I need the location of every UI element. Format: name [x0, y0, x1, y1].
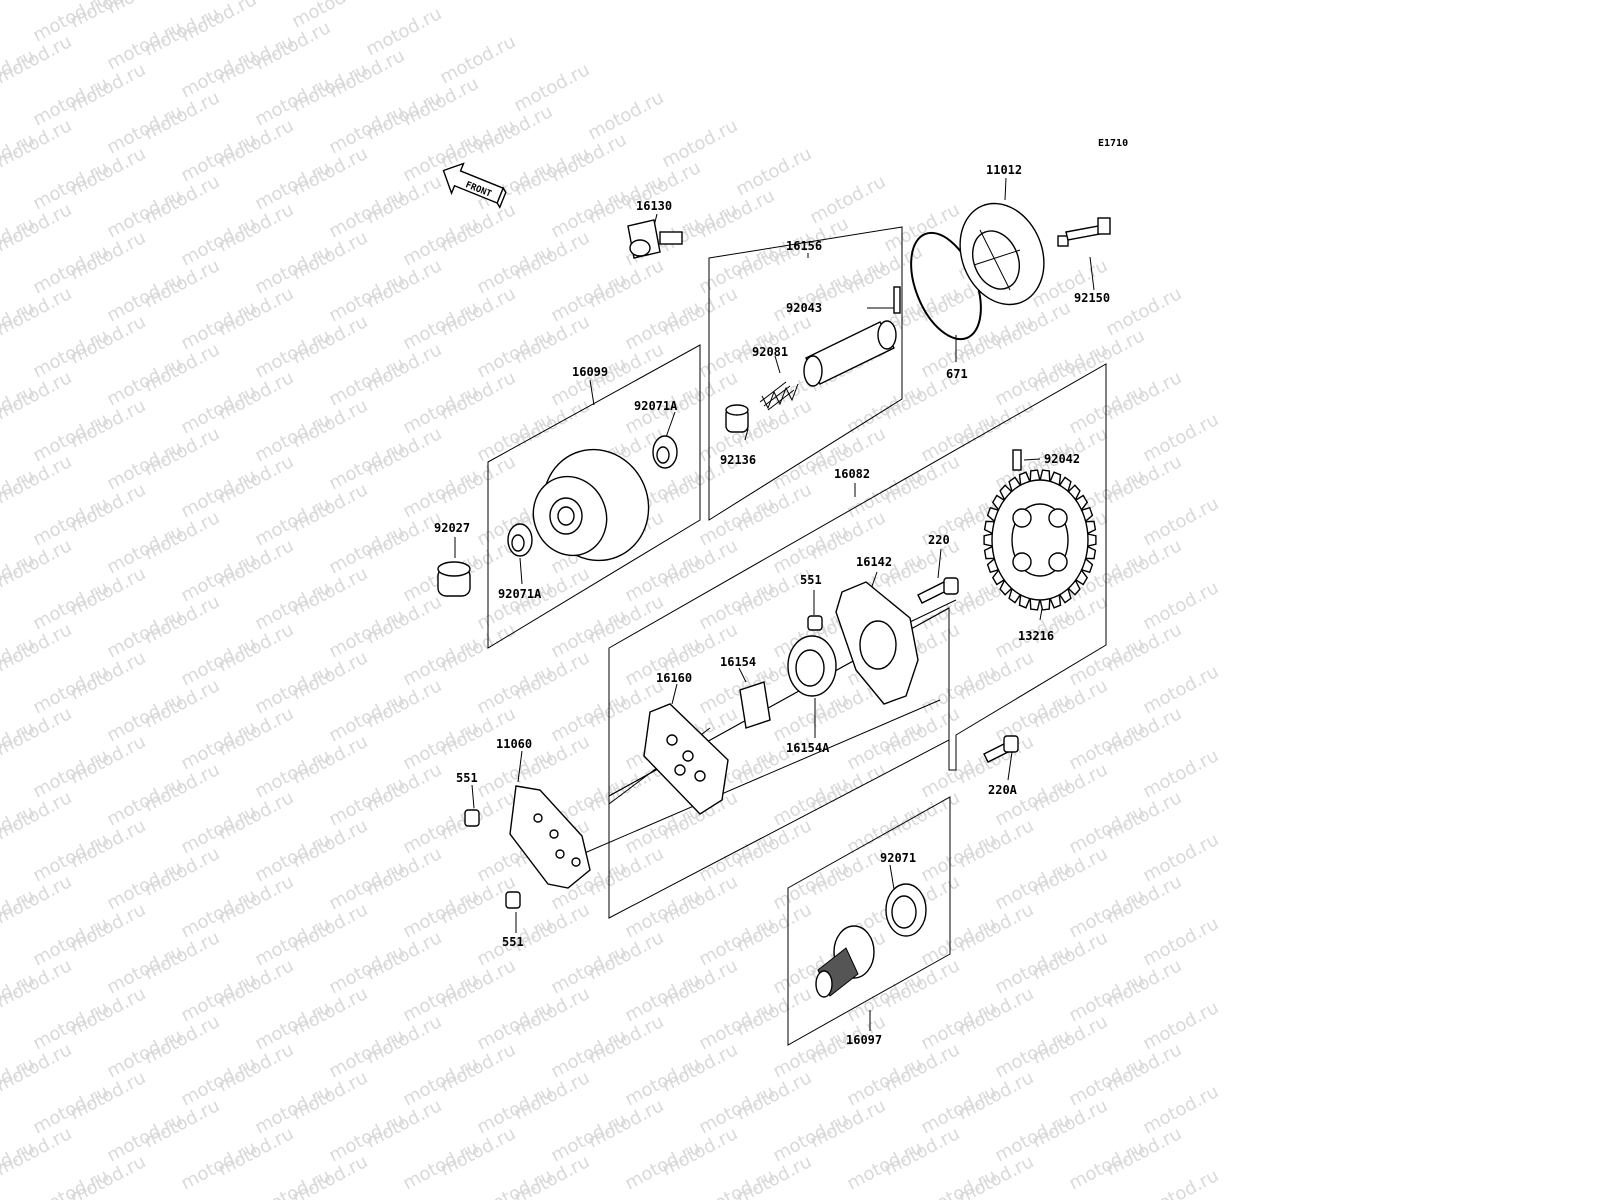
watermark-text: motod.ru [362, 3, 445, 60]
label-551-c: 551 [502, 935, 524, 949]
label-11012: 11012 [986, 163, 1022, 177]
label-16142: 16142 [856, 555, 892, 569]
figure-code: E1710 [1098, 138, 1128, 149]
label-92042: 92042 [1044, 452, 1080, 466]
label-11060: 11060 [496, 737, 532, 751]
watermark-text: motod.ru [1139, 829, 1222, 886]
label-13216: 13216 [1018, 629, 1054, 643]
part-92136 [725, 404, 749, 433]
watermark-text: motod.ru [1139, 661, 1222, 718]
watermark-text: motod.ru [0, 1137, 38, 1194]
watermark-text: motod.ru [880, 199, 963, 256]
watermark-text: motod.ru [0, 633, 38, 690]
label-92136: 92136 [720, 453, 756, 467]
watermark-text: motod.ru [1139, 745, 1222, 802]
watermark-text: motod.ru [0, 717, 38, 774]
watermark-text: motod.ru [1139, 1081, 1222, 1138]
watermark-text: motod.ru [1139, 577, 1222, 634]
label-92027: 92027 [434, 521, 470, 535]
part-16130 [627, 219, 683, 259]
part-220-bolt [917, 577, 959, 604]
part-16099-filter [532, 448, 650, 562]
watermark-text: motod.ru [1139, 913, 1222, 970]
gear-tooth [1087, 533, 1097, 547]
part-92071A-bottom [507, 523, 533, 557]
label-16130: 16130 [636, 199, 672, 213]
label-92043: 92043 [786, 301, 822, 315]
watermark-text: motod.ru [0, 129, 38, 186]
label-16160: 16160 [656, 671, 692, 685]
watermark-text: motod.ru [1139, 1165, 1222, 1200]
group-box-16097 [787, 796, 951, 1046]
part-92081-spring [759, 381, 799, 411]
watermark-text: motod.ru [1139, 409, 1222, 466]
watermark-text: motod.ru [732, 143, 815, 200]
part-16154A-rotor [787, 635, 837, 697]
watermark-text: motod.ru [0, 213, 38, 270]
watermark-text: motod.ru [0, 381, 38, 438]
front-arrow-icon: FRONT [442, 162, 507, 209]
label-16156: 16156 [786, 239, 822, 253]
gear-tooth [983, 533, 993, 547]
watermark-text: motod.ru [806, 171, 889, 228]
watermark-text: motod.ru [584, 87, 667, 144]
part-92150-bolt [1065, 217, 1111, 241]
part-11060-gasket [509, 785, 591, 889]
label-16154A: 16154A [786, 741, 830, 755]
watermark-text: motod.ru [0, 801, 38, 858]
part-16154-rotor [739, 681, 771, 729]
part-551-c [505, 891, 521, 909]
watermark-text: motod.ru [29, 0, 112, 46]
part-11012-cover [959, 202, 1069, 306]
label-671: 671 [946, 367, 968, 381]
watermark-text: motod.ru [436, 31, 519, 88]
label-16082: 16082 [834, 467, 870, 481]
label-16099: 16099 [572, 365, 608, 379]
watermark-text: motod.ru [0, 969, 38, 1026]
group-box-16099 [487, 344, 701, 649]
part-92027 [437, 561, 471, 597]
watermark-text: motod.ru [0, 1053, 38, 1110]
label-16097: 16097 [846, 1033, 882, 1047]
label-551-b: 551 [456, 771, 478, 785]
watermark-text: motod.ru [0, 549, 38, 606]
watermark-text: motod.ru [1139, 493, 1222, 550]
watermark-text: motod.ru [0, 45, 38, 102]
label-16154: 16154 [720, 655, 756, 669]
watermark-text: motod.ru [0, 465, 38, 522]
part-92042 [1012, 449, 1022, 471]
watermark-text: motod.ru [1102, 283, 1185, 340]
part-16142-body [835, 581, 919, 705]
label-551-a: 551 [800, 573, 822, 587]
watermark-text: motod.ru [510, 59, 593, 116]
part-92071-seal [885, 883, 927, 937]
part-551-a [807, 615, 823, 631]
label-220A: 220A [988, 783, 1018, 797]
part-551-b [464, 809, 480, 827]
part-16097-strainer [815, 925, 875, 998]
part-220A-bolt [983, 735, 1019, 763]
label-92081: 92081 [752, 345, 788, 359]
label-92071A-top: 92071A [634, 399, 678, 413]
label-92071: 92071 [880, 851, 916, 865]
watermark-text: motod.ru [0, 297, 38, 354]
label-92150: 92150 [1074, 291, 1110, 305]
watermark-text: motod.ru [0, 0, 75, 4]
part-16156-valve [803, 320, 897, 387]
part-92043 [893, 286, 901, 314]
part-16160-plate [643, 703, 729, 815]
label-92071A-bottom: 92071A [498, 587, 542, 601]
part-13216-gear [983, 469, 1097, 611]
group-box-16156 [708, 226, 903, 521]
watermark-text: motod.ru [1139, 997, 1222, 1054]
part-92071A-top [652, 435, 678, 469]
watermark-text: motod.ru [0, 885, 38, 942]
watermark-text: motod.ru [0, 0, 38, 18]
watermark-text: motod.ru [658, 115, 741, 172]
label-220: 220 [928, 533, 950, 547]
